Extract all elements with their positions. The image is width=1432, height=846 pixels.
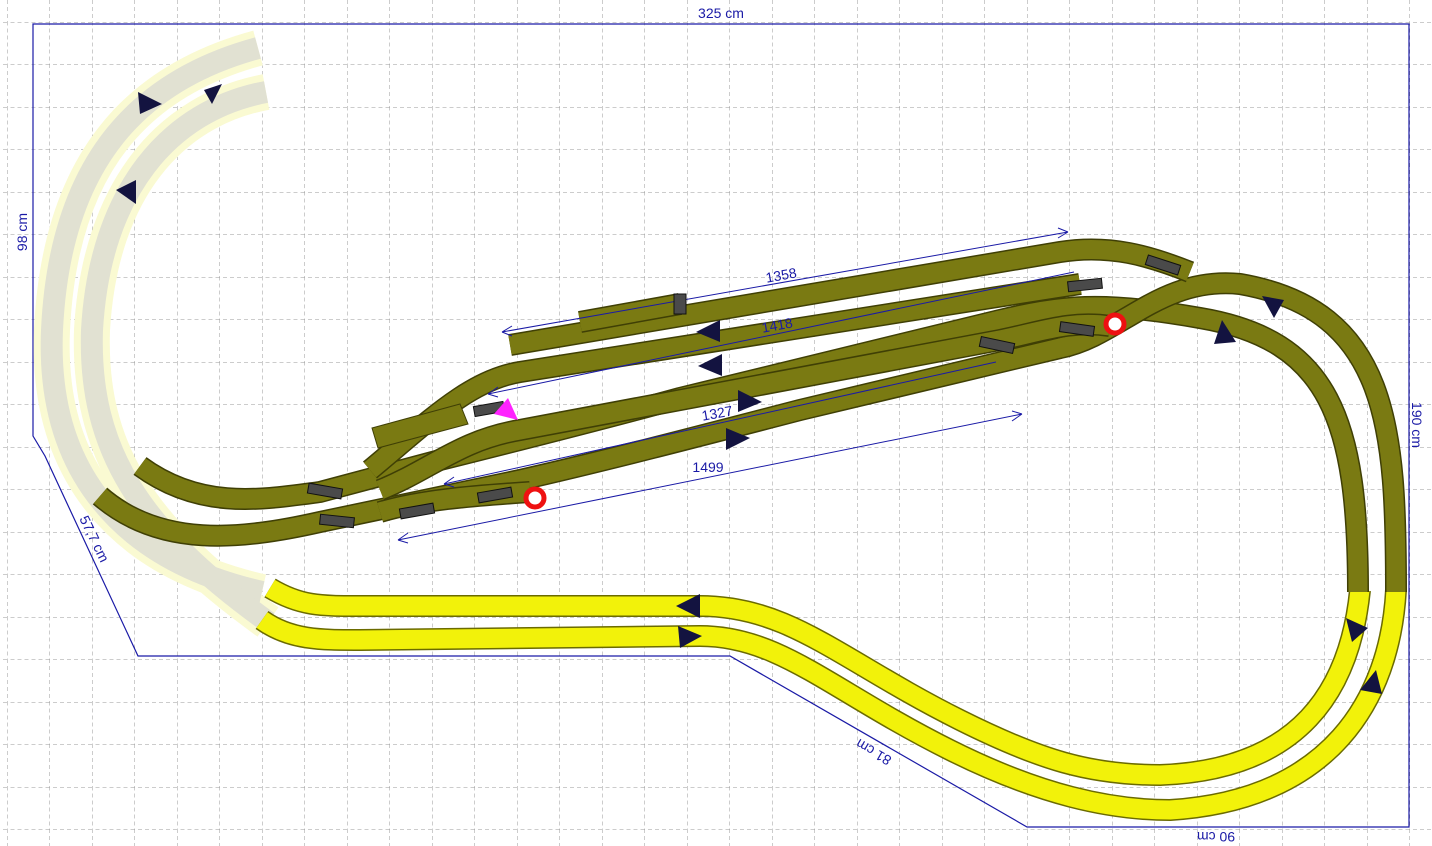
turnout-motor-icon — [673, 293, 687, 315]
turnout-motor-icon — [1144, 254, 1182, 276]
triangle-arrow-icon — [494, 398, 518, 420]
dimension-top-width: 325 cm — [698, 5, 744, 21]
signals — [523, 312, 1127, 510]
triangle-arrow-icon — [1346, 618, 1368, 642]
triangle-arrow-icon — [726, 428, 750, 450]
triangle-arrow-icon — [698, 354, 722, 376]
track-length-second: 1418 — [760, 314, 794, 335]
track-length-bottom: 1499 — [692, 459, 723, 475]
direction-arrows — [116, 84, 1382, 694]
triangle-arrow-icon — [696, 320, 720, 342]
triangle-arrow-icon — [1360, 670, 1382, 694]
length-dimension-lines — [397, 227, 1075, 544]
turnout-motor-icon — [398, 502, 436, 520]
triangle-arrow-icon — [1214, 320, 1236, 344]
dimension-bottom-right: 90 cm — [1197, 829, 1235, 845]
turnout-motor-icon — [1058, 321, 1096, 337]
dimension-left-height: 98 cm — [14, 213, 30, 251]
baseboard-outline — [32, 23, 1410, 828]
triangle-arrow-icon — [1262, 296, 1284, 318]
turnout-motor-icon — [306, 482, 344, 500]
turnout-motors — [306, 254, 1182, 529]
triangle-arrow-icon — [116, 180, 136, 204]
turnout-motor-icon — [1067, 277, 1103, 293]
triangle-arrow-icon — [678, 626, 702, 648]
track-length-top: 1358 — [764, 264, 798, 285]
triangle-arrow-icon — [138, 92, 162, 114]
triangle-arrow-icon — [676, 594, 700, 618]
triangle-arrow-icon — [204, 84, 222, 104]
red-ring-signal-icon — [1103, 312, 1127, 336]
turnout-motor-icon — [978, 335, 1016, 355]
turnout-motor-icon — [476, 486, 514, 504]
red-ring-signal-icon — [523, 486, 547, 510]
triangle-arrow-icon — [738, 390, 762, 412]
turnout-motor-icon — [319, 513, 355, 529]
dimension-right-height: 190 cm — [1409, 402, 1425, 448]
track-length-third: 1327 — [700, 402, 734, 423]
ramp-tracks — [255, 578, 1407, 822]
track-length-labels: 1358 1418 1327 1499 — [692, 264, 798, 475]
